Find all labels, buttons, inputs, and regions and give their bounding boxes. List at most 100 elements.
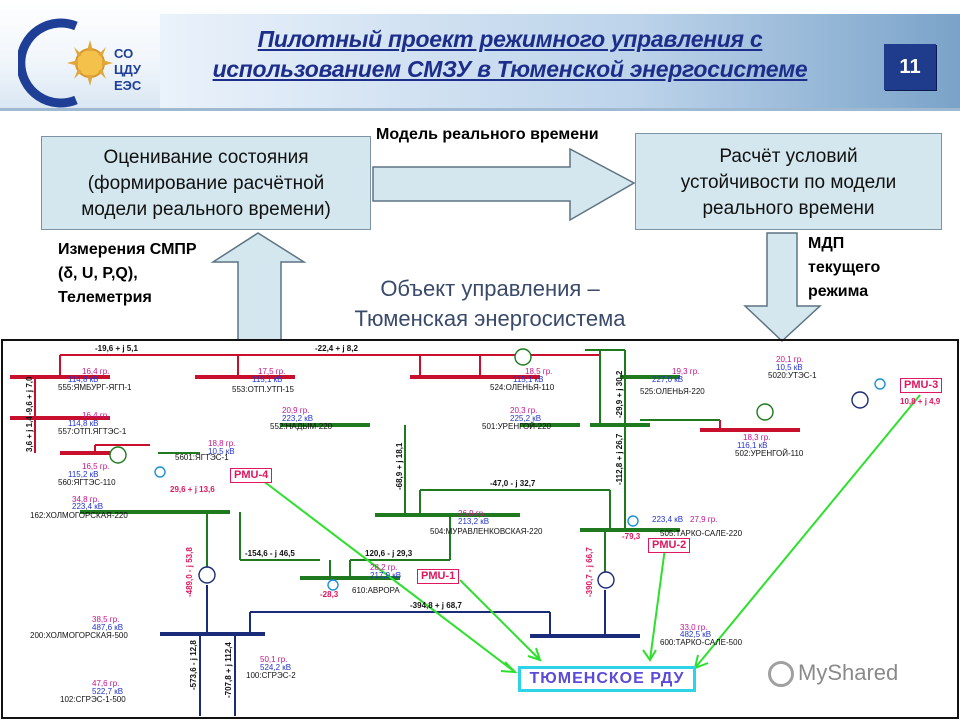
mdp-label: МДП текущего режима xyxy=(808,232,928,304)
svg-text:162:ХОЛМОГОРСКАЯ-220: 162:ХОЛМОГОРСКАЯ-220 xyxy=(30,511,128,520)
svg-text:504:МУРАВЛЕНКОВСКАЯ-220: 504:МУРАВЛЕНКОВСКАЯ-220 xyxy=(430,527,543,536)
svg-text:223,2 кВ: 223,2 кВ xyxy=(282,414,313,423)
flow-f2: -22,4 + j 8,2 xyxy=(315,344,358,353)
flow-f7: 29,6 + j 13,6 xyxy=(170,485,215,494)
svg-text:560:ЯГТЭС-110: 560:ЯГТЭС-110 xyxy=(58,478,116,487)
control-object-caption: Объект управления – Тюменская энергосист… xyxy=(300,274,680,334)
vflow-v1: -9,6 + j 7,0 xyxy=(25,376,34,415)
node-525: 19,3 гр. 227,0 кВ 525:ОЛЕНЬЯ-220 xyxy=(640,367,705,396)
down-arrow xyxy=(743,232,822,343)
svg-text:200:ХОЛМОГОРСКАЯ-500: 200:ХОЛМОГОРСКАЯ-500 xyxy=(30,631,128,640)
svg-text:50,1 гр.: 50,1 гр. xyxy=(260,655,287,664)
svg-text:18,8 гр.: 18,8 гр. xyxy=(208,439,235,448)
stability-calc-line-3: реального времени xyxy=(702,198,875,219)
pmu-3-tag: PMU-3 xyxy=(900,378,943,393)
svg-text:505:ТАРКО-САЛЕ-220: 505:ТАРКО-САЛЕ-220 xyxy=(660,529,743,538)
node-560: 16,5 гр. 115,2 кВ 560:ЯГТЭС-110 xyxy=(58,462,116,487)
svg-text:555:ЯМБУРГ-ЯГП-1: 555:ЯМБУРГ-ЯГП-1 xyxy=(58,383,132,392)
node-555: 16,4 гр. 114,8 кВ 555:ЯМБУРГ-ЯГП-1 xyxy=(58,367,132,392)
node-labels: 16,4 гр. 114,8 кВ 555:ЯМБУРГ-ЯГП-1 16,4 … xyxy=(30,355,817,704)
svg-text:482,5 кВ: 482,5 кВ xyxy=(680,630,711,639)
flow-f3: -47,0 - j 32,7 xyxy=(490,479,536,488)
flow-f6: -394,8 + j 68,7 xyxy=(410,601,462,610)
node-504: 26,9 гр. 213,2 кВ 504:МУРАВЛЕНКОВСКАЯ-22… xyxy=(430,509,543,536)
flow-f8: 10,8 + j 4,9 xyxy=(900,397,941,406)
svg-text:10,5 кВ: 10,5 кВ xyxy=(208,447,235,456)
node-162: 34,8 гр. 223,4 кВ 162:ХОЛМОГОРСКАЯ-220 xyxy=(30,495,128,520)
state-estimation-line-2: (формирование расчётной xyxy=(87,173,325,194)
sun-icon xyxy=(67,40,113,86)
node-610: 28,2 гр. 217,9 кВ 610:АВРОРА xyxy=(352,563,401,595)
so-eees-logo: СО ЦДУ ЕЭС xyxy=(18,18,142,108)
page-title: Пилотный проект режимного управления с и… xyxy=(170,24,850,84)
svg-text:600:ТАРКО-САЛЕ-500: 600:ТАРКО-САЛЕ-500 xyxy=(660,638,743,647)
svg-text:487,6 кВ: 487,6 кВ xyxy=(92,623,123,632)
watermark-text: MyShared xyxy=(798,660,899,685)
slide-number-badge: 11 xyxy=(884,44,936,90)
svg-text:ЕЭС: ЕЭС xyxy=(114,78,142,93)
vflow-v6: -489,0 - j 53,8 xyxy=(185,547,194,597)
svg-text:33,0 гр.: 33,0 гр. xyxy=(680,623,707,632)
svg-text:524:ОЛЕНЬЯ-110: 524:ОЛЕНЬЯ-110 xyxy=(490,383,555,392)
node-502: 18,3 гр. 116,1 кВ 502:УРЕНГОЙ-110 xyxy=(735,433,804,458)
header-band xyxy=(160,14,960,110)
svg-text:100:СГРЭС-2: 100:СГРЭС-2 xyxy=(246,671,296,680)
svg-text:10,5 кВ: 10,5 кВ xyxy=(776,363,803,372)
right-arrow xyxy=(372,147,636,222)
title-line-2: использованием СМЗУ в Тюменской энергоси… xyxy=(212,56,808,82)
tyumen-rdu-box: ТЮМЕНСКОЕ РДУ xyxy=(518,666,696,692)
svg-text:16,4 гр.: 16,4 гр. xyxy=(82,367,109,376)
svg-text:18,3 гр.: 18,3 гр. xyxy=(743,433,770,442)
object-caption-line-1: Объект управления – xyxy=(380,276,600,301)
svg-text:26,9 гр.: 26,9 гр. xyxy=(458,509,485,518)
svg-text:522,7 кВ: 522,7 кВ xyxy=(92,687,123,696)
svg-text:610:АВРОРА: 610:АВРОРА xyxy=(352,586,400,595)
up-arrow xyxy=(210,232,307,341)
state-estimation-box: Оценивание состояния (формирование расчё… xyxy=(41,136,371,230)
node-5020: 20,1 гр. 10,5 кВ 5020:УТЭС-1 xyxy=(768,355,817,380)
node-553: 17,5 гр. 115,1 кВ 553:ОТП.УТП-15 xyxy=(232,367,294,394)
svg-text:СО: СО xyxy=(114,46,133,61)
svg-text:223,4 кВ: 223,4 кВ xyxy=(652,515,683,524)
node-552: 20,9 гр. 223,2 кВ 552:НАДЫМ-220 xyxy=(270,406,333,431)
svg-text:553:ОТП.УТП-15: 553:ОТП.УТП-15 xyxy=(232,385,294,394)
svg-text:20,1 гр.: 20,1 гр. xyxy=(776,355,803,364)
node-100: 50,1 гр. 524,2 кВ 100:СГРЭС-2 xyxy=(246,655,296,680)
svg-text:525:ОЛЕНЬЯ-220: 525:ОЛЕНЬЯ-220 xyxy=(640,387,705,396)
state-estimation-line-3: модели реального времени) xyxy=(81,199,331,220)
svg-text:16,4 гр.: 16,4 гр. xyxy=(82,411,109,420)
svg-text:16,5 гр.: 16,5 гр. xyxy=(82,462,109,471)
vflow-v7: -390,7 - j 66,7 xyxy=(585,547,594,597)
node-102: 47,6 гр. 522,7 кВ 102:СГРЭС-1-500 xyxy=(60,679,126,704)
svg-text:38,5 гр.: 38,5 гр. xyxy=(92,615,119,624)
svg-text:47,6 гр.: 47,6 гр. xyxy=(92,679,119,688)
myshared-watermark: MyShared xyxy=(768,660,899,688)
flow-labels: -19,6 + j 5,1 -22,4 + j 8,2 -47,0 - j 32… xyxy=(95,344,941,610)
mdp-line-1: МДП xyxy=(808,235,845,252)
svg-text:19,3 гр.: 19,3 гр. xyxy=(672,367,699,376)
object-caption-line-2: Тюменская энергосистема xyxy=(354,306,626,331)
svg-text:552:НАДЫМ-220: 552:НАДЫМ-220 xyxy=(270,422,333,431)
bus-220-network xyxy=(80,349,720,580)
svg-text:115,1 кВ: 115,1 кВ xyxy=(513,375,543,384)
mdp-line-3: режима xyxy=(808,283,869,300)
vflow-v3: -68,9 + j 18,1 xyxy=(395,442,404,490)
measurements-line-3: Телеметрия xyxy=(58,289,152,306)
svg-text:225,2 кВ: 225,2 кВ xyxy=(510,414,541,423)
flow-f9: -79,3 xyxy=(622,532,641,541)
svg-text:217,9 кВ: 217,9 кВ xyxy=(370,571,401,580)
state-estimation-line-1: Оценивание состояния xyxy=(103,147,309,168)
measurements-line-2: (δ, U, P,Q), xyxy=(58,265,138,282)
svg-text:5020:УТЭС-1: 5020:УТЭС-1 xyxy=(768,371,817,380)
node-5601: 18,8 гр. 10,5 кВ 5601:ЯГТЭС-1 xyxy=(175,439,235,462)
flow-f4: -154,6 - j 46,5 xyxy=(245,549,295,558)
node-200: 38,5 гр. 487,6 кВ 200:ХОЛМОГОРСКАЯ-500 xyxy=(30,615,128,640)
svg-text:ЦДУ: ЦДУ xyxy=(114,62,142,77)
header-divider xyxy=(0,108,960,111)
vflow-v8: -573,6 - j 12,8 xyxy=(189,640,198,690)
pmu-2-tag: PMU-2 xyxy=(648,538,691,553)
svg-text:28,2 гр.: 28,2 гр. xyxy=(370,563,397,572)
stability-calc-box: Расчёт условий устойчивости по модели ре… xyxy=(635,133,942,230)
pmu-communication-links xyxy=(261,394,921,674)
